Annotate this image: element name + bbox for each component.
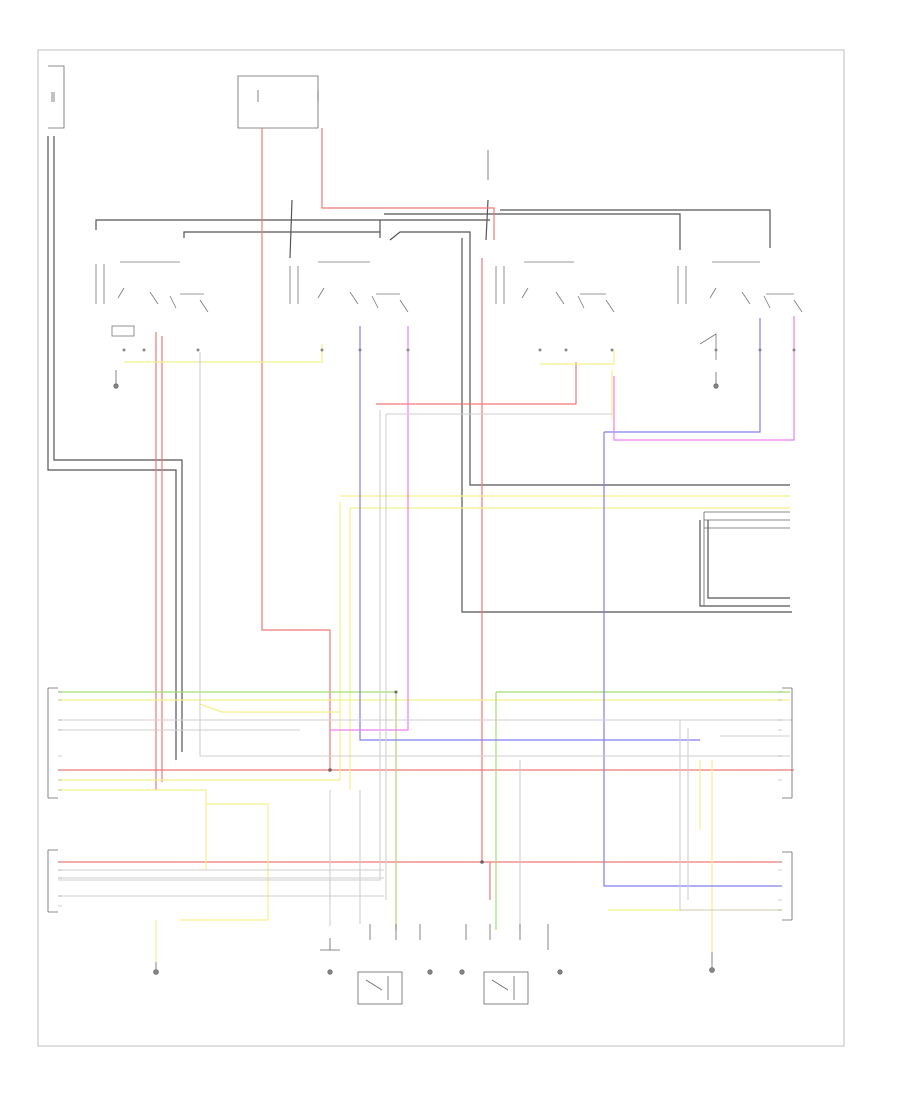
right-actuator [459, 969, 563, 1005]
bottom-ground-left [153, 962, 159, 975]
pink-wires [330, 316, 795, 731]
right-mirror [782, 851, 793, 921]
switch-pack-1 [95, 261, 209, 337]
switch-pack-3 [495, 261, 615, 313]
switch-pack-4 [677, 261, 803, 360]
center-switch-right [465, 924, 549, 950]
switch-pack-2 [289, 261, 409, 313]
ground-right [713, 372, 719, 389]
blue-wires [359, 318, 782, 887]
ground-left [113, 370, 119, 389]
fuse-top-center [237, 75, 319, 129]
fuse-top-left [48, 65, 65, 129]
splice-points [328, 690, 484, 864]
left-mirror [47, 849, 58, 913]
black-wires [47, 136, 792, 760]
center-switch-left [369, 924, 421, 940]
gray-wires [58, 352, 792, 930]
diagram-frame [37, 49, 845, 1047]
red-wires [58, 128, 794, 900]
bottom-ground-right [709, 952, 715, 973]
left-actuator [320, 938, 433, 1005]
contact-dots [122, 348, 796, 352]
right-connector-block [703, 511, 790, 606]
right-door-module [782, 687, 793, 799]
connector-ticks [58, 691, 782, 911]
left-door-module [47, 687, 58, 799]
